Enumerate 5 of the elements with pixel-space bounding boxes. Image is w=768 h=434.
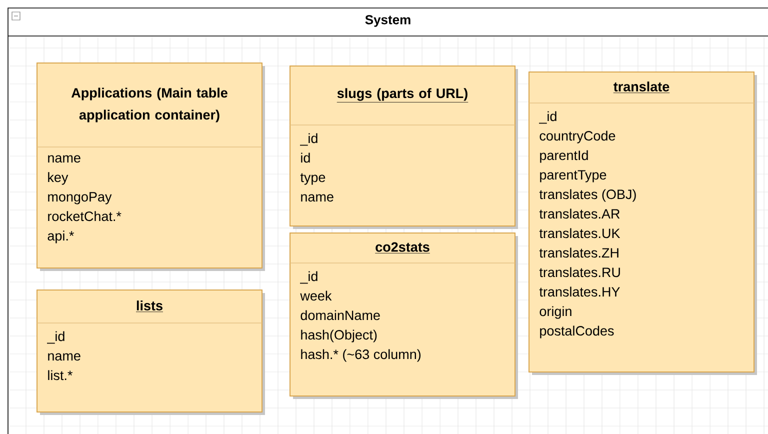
table-box: Applications (Main table application container) name key mongoPay rocketChat.* api.* <box>36 62 265 271</box>
table-box: co2stats _id week domainName hash(Object) hash.* (~63 column) <box>290 232 518 399</box>
table-box: translate _id countryCode parentId parentType translates (OBJ) translates.AR translates.UK translates.ZH translates.RU translates.HY origin postalCodes <box>528 72 757 375</box>
table-box: slugs (parts of URL) _id id type name <box>290 66 518 229</box>
table-box: lists _id name list.* <box>36 290 265 415</box>
